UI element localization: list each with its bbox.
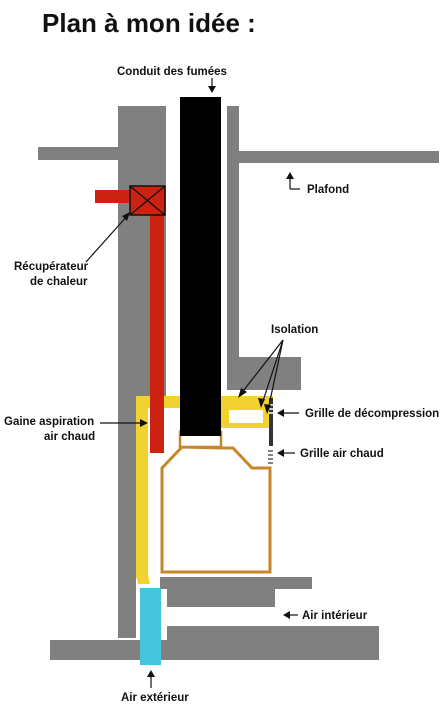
insulation xyxy=(136,396,273,584)
label-gaine-1: Gaine aspiration xyxy=(4,416,94,428)
label-grille-air-chaud: Grille air chaud xyxy=(300,448,384,460)
arrow-isolation-2 xyxy=(261,339,284,405)
heat-recuperator-duct xyxy=(95,185,166,453)
floor-slab-right xyxy=(167,626,379,660)
hood-wall-left xyxy=(118,396,136,638)
page-title: Plan à mon idée : xyxy=(42,8,256,38)
label-air-interieur: Air intérieur xyxy=(302,610,368,622)
flue-pipe xyxy=(180,97,221,436)
outdoor-air-duct xyxy=(140,588,161,665)
label-gaine-2: air chaud xyxy=(44,431,95,443)
arrow-recuperateur xyxy=(85,214,129,263)
label-recuperateur-1: Récupérateur xyxy=(14,261,89,273)
stove-outline xyxy=(160,445,272,574)
ceiling-left xyxy=(38,147,122,160)
hearth-base xyxy=(167,589,275,607)
label-grille-decompression: Grille de décompression xyxy=(305,408,439,420)
label-plafond: Plafond xyxy=(307,184,349,196)
insulation-foot xyxy=(136,575,150,584)
hearth-shelf xyxy=(160,577,312,589)
hood-top-right xyxy=(227,357,301,390)
label-recuperateur-2: de chaleur xyxy=(30,276,88,288)
recuperator-inlet xyxy=(95,190,130,203)
label-air-exterieur: Air extérieur xyxy=(121,692,189,704)
arrow-isolation-3 xyxy=(267,339,284,411)
arrow-isolation-1 xyxy=(239,339,284,396)
chimney-wall-right xyxy=(227,106,239,358)
label-conduit: Conduit des fumées xyxy=(117,66,227,78)
wall-structure xyxy=(38,106,439,660)
ceiling-right xyxy=(237,151,439,163)
label-isolation: Isolation xyxy=(271,324,318,336)
arrows xyxy=(85,78,300,688)
recuperator-riser xyxy=(150,215,164,453)
